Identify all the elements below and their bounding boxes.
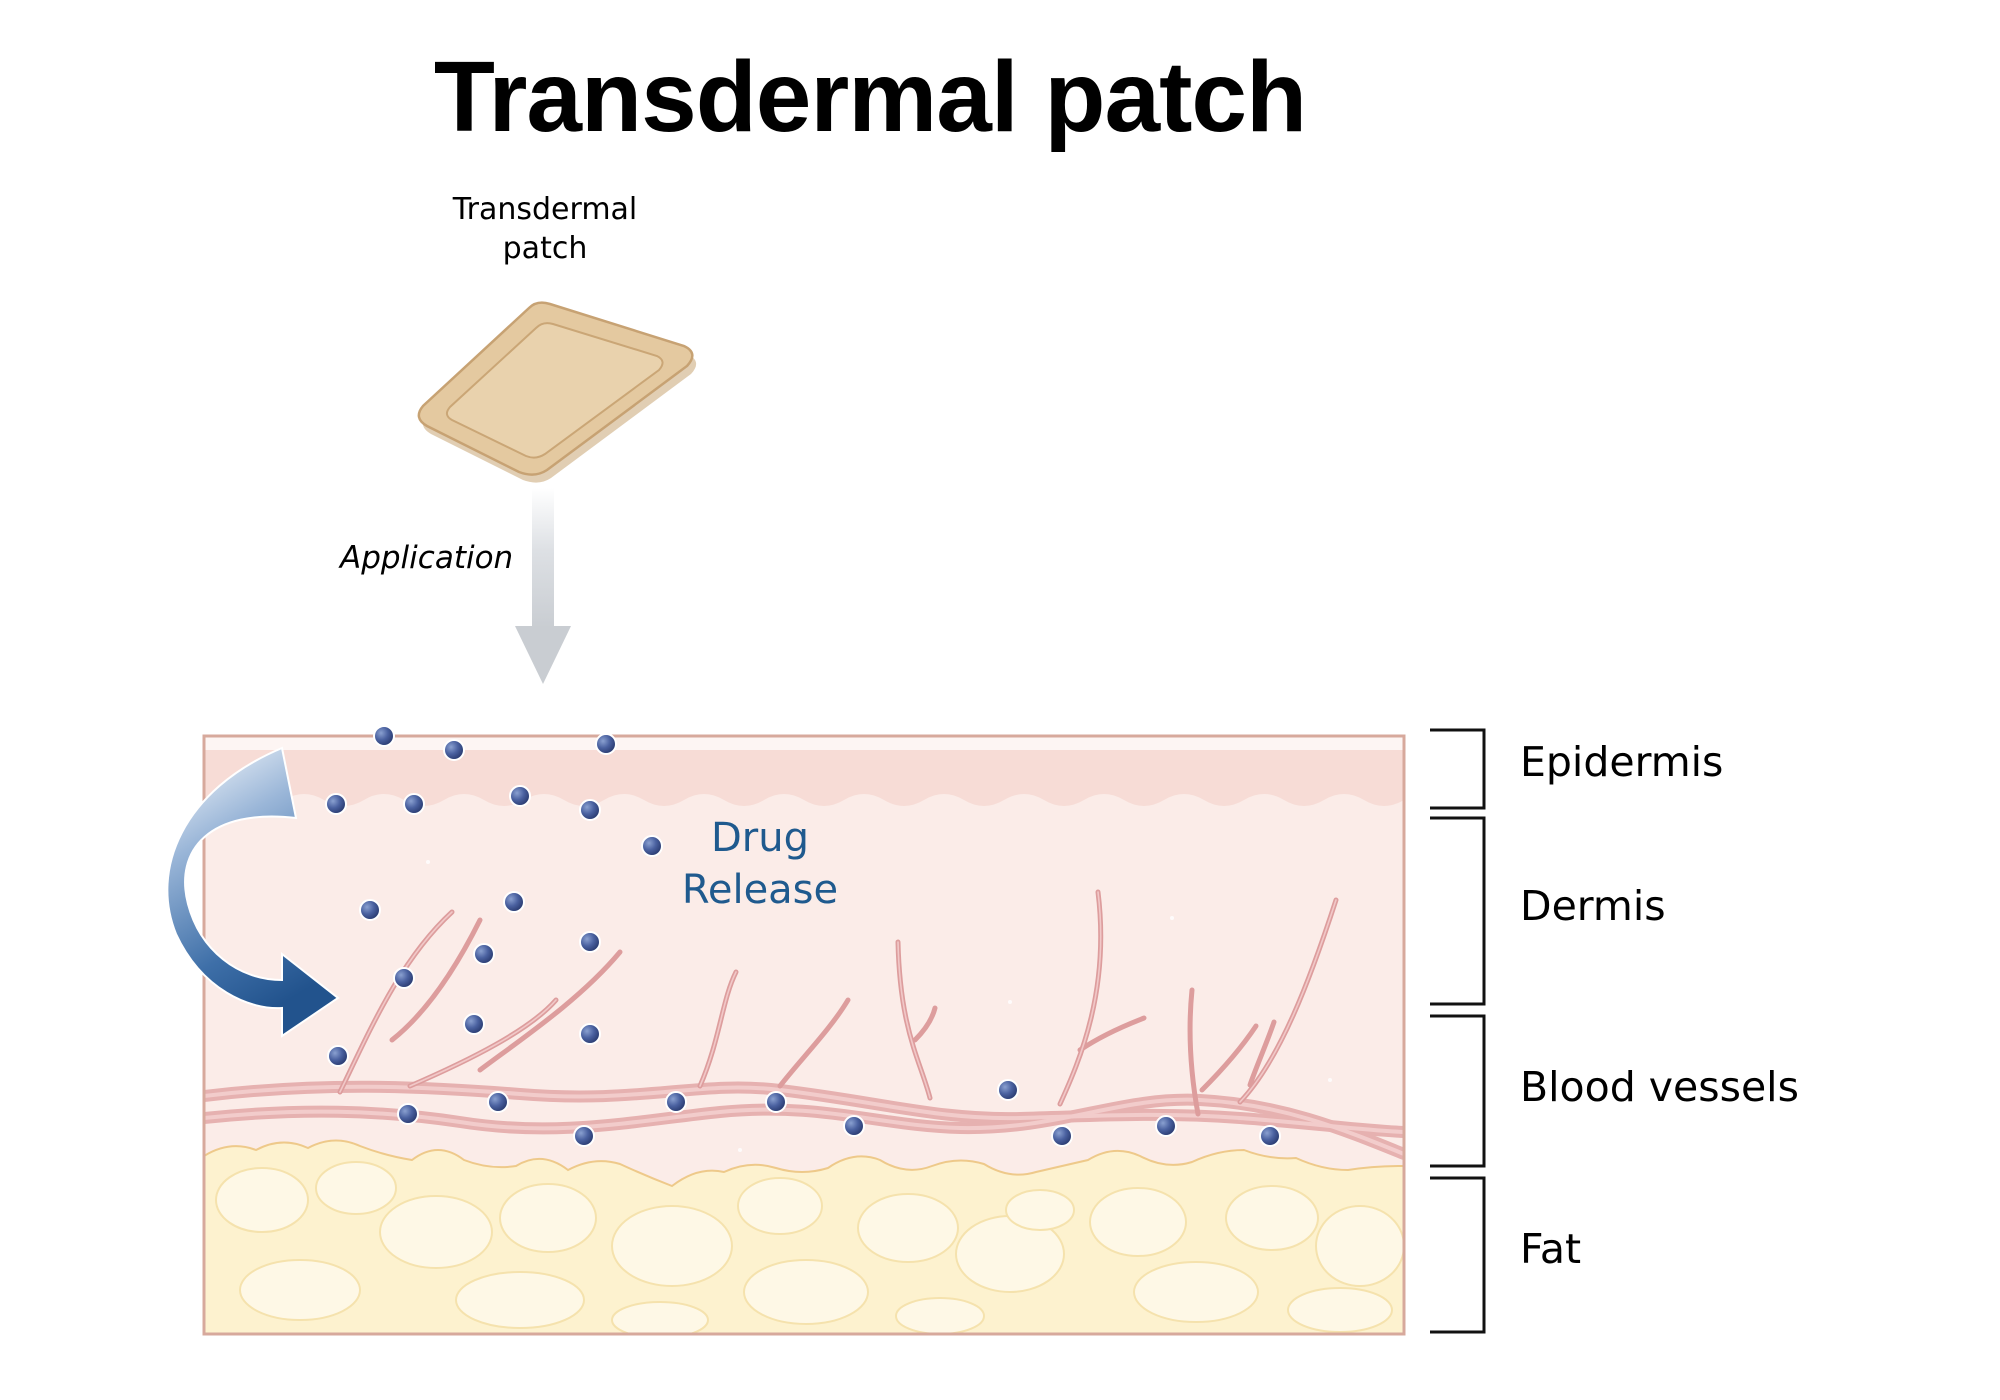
drug-particle: [573, 1125, 595, 1147]
drug-particle: [327, 1045, 349, 1067]
drug-release-arrow: [166, 746, 340, 1038]
blood-vessels-bracket: [1430, 1014, 1486, 1168]
drug-particle: [997, 1079, 1019, 1101]
drug-particle: [579, 1023, 601, 1045]
drug-particle: [463, 1013, 485, 1035]
drug-particle: [403, 793, 425, 815]
drug-particle: [595, 733, 617, 755]
drug-particle: [579, 931, 601, 953]
drug-release-label: Drug Release: [645, 812, 875, 916]
drug-particle: [765, 1091, 787, 1113]
skin-cross-section: [204, 736, 1404, 1334]
drug-release-label-line-2: Release: [681, 867, 839, 913]
patch-label-line-2: patch: [502, 231, 588, 266]
drug-particle: [393, 967, 415, 989]
diagram-title: Transdermal patch: [433, 41, 1307, 153]
layer-brackets: [1430, 728, 1486, 1334]
dermis-label: Dermis: [1520, 882, 1666, 930]
drug-particle: [503, 891, 525, 913]
epidermis-label: Epidermis: [1520, 738, 1724, 786]
drug-particle: [641, 835, 663, 857]
drug-release-label-line-1: Drug: [711, 815, 809, 861]
drug-particle: [473, 943, 495, 965]
application-arrow: [515, 488, 571, 684]
application-label: Application: [340, 540, 514, 576]
epidermis-layer: [204, 750, 1404, 806]
patch-icon: [417, 301, 697, 483]
drug-particle: [359, 899, 381, 921]
epidermis-bracket: [1430, 728, 1486, 810]
blood-vessel-network: [204, 889, 1404, 1160]
drug-particle: [579, 799, 601, 821]
drug-particle: [665, 1091, 687, 1113]
drug-particle: [1259, 1125, 1281, 1147]
drug-particle: [509, 785, 531, 807]
drug-particle: [373, 725, 395, 747]
drug-particles: [325, 725, 1281, 1147]
fat-bracket: [1430, 1176, 1486, 1334]
fat-label: Fat: [1520, 1225, 1582, 1273]
patch-label: Transdermal patch: [400, 190, 690, 268]
drug-particle: [487, 1091, 509, 1113]
drug-particle: [443, 739, 465, 761]
skin-frame: [202, 734, 1406, 1336]
drug-particle: [397, 1103, 419, 1125]
dermis-bracket: [1430, 816, 1486, 1006]
drug-particle: [325, 793, 347, 815]
drug-particle: [843, 1115, 865, 1137]
patch-label-line-1: Transdermal: [452, 192, 638, 227]
fat-layer: [204, 1139, 1404, 1334]
drug-particle: [1051, 1125, 1073, 1147]
blood-vessels-label: Blood vessels: [1520, 1063, 1799, 1111]
drug-particle: [1155, 1115, 1177, 1137]
